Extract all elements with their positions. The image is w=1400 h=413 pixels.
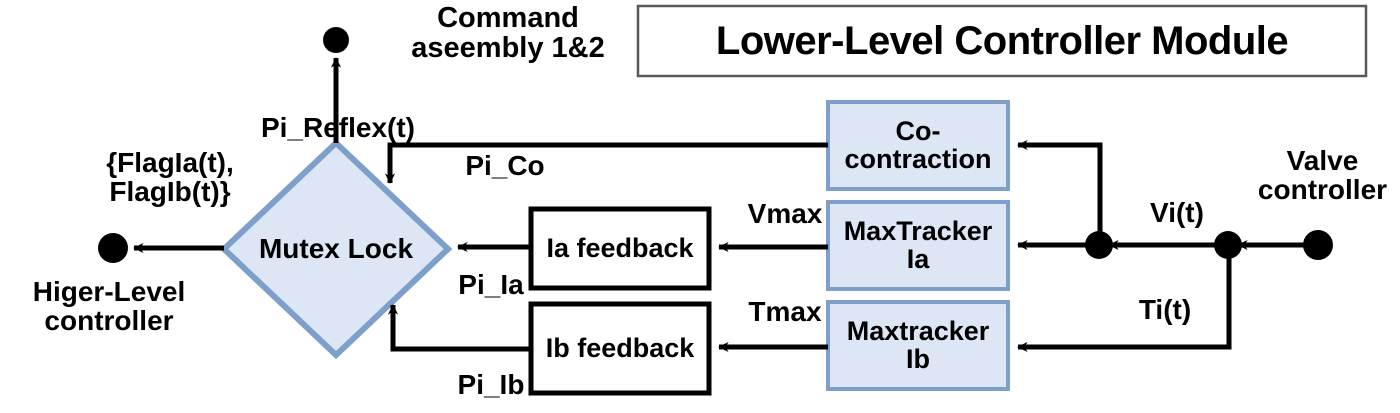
vmax-label: Vmax [747, 198, 823, 229]
pi-reflex-label: Pi_Reflex(t) [260, 112, 416, 143]
higher-level-controller-label: Higer-Level controller [32, 276, 186, 337]
module-title: Lower-Level Controller Module [715, 18, 1289, 63]
pi-ib-label: Pi_Ib [457, 369, 525, 400]
command-assembly-terminal-dot [323, 27, 349, 53]
pi-co-label: Pi_Co [465, 150, 545, 181]
ib-feedback-box [528, 301, 712, 396]
valve-controller-label: Valve controller [1257, 145, 1388, 206]
title-box [636, 4, 1368, 78]
ti-t-label: Ti(t) [1138, 294, 1192, 325]
command-assembly-label: Command aseembly 1&2 [411, 2, 605, 65]
edge-vi-to-co-contraction [1017, 139, 1103, 245]
flags-label: {FlagIa(t), FlagIb(t)} [106, 147, 234, 208]
edge-pi-ib [387, 304, 531, 352]
higher-level-terminal-dot [98, 233, 128, 263]
valve-controller-terminal-dot [1303, 230, 1333, 260]
max-tracker-ia-box [826, 200, 1010, 291]
junction-dot-ti [1214, 231, 1242, 259]
tmax-label: Tmax [748, 296, 822, 327]
max-tracker-ib-box [826, 300, 1010, 391]
junction-dot-vi [1085, 231, 1113, 259]
co-contraction-box [826, 100, 1010, 191]
edge-ti-to-max-tracker-ib [1017, 245, 1232, 353]
pi-ia-label: Pi_Ia [458, 269, 524, 300]
edge-pi-co [384, 142, 828, 184]
vi-t-label: Vi(t) [1150, 197, 1204, 228]
mutex-lock-diamond [219, 138, 453, 360]
